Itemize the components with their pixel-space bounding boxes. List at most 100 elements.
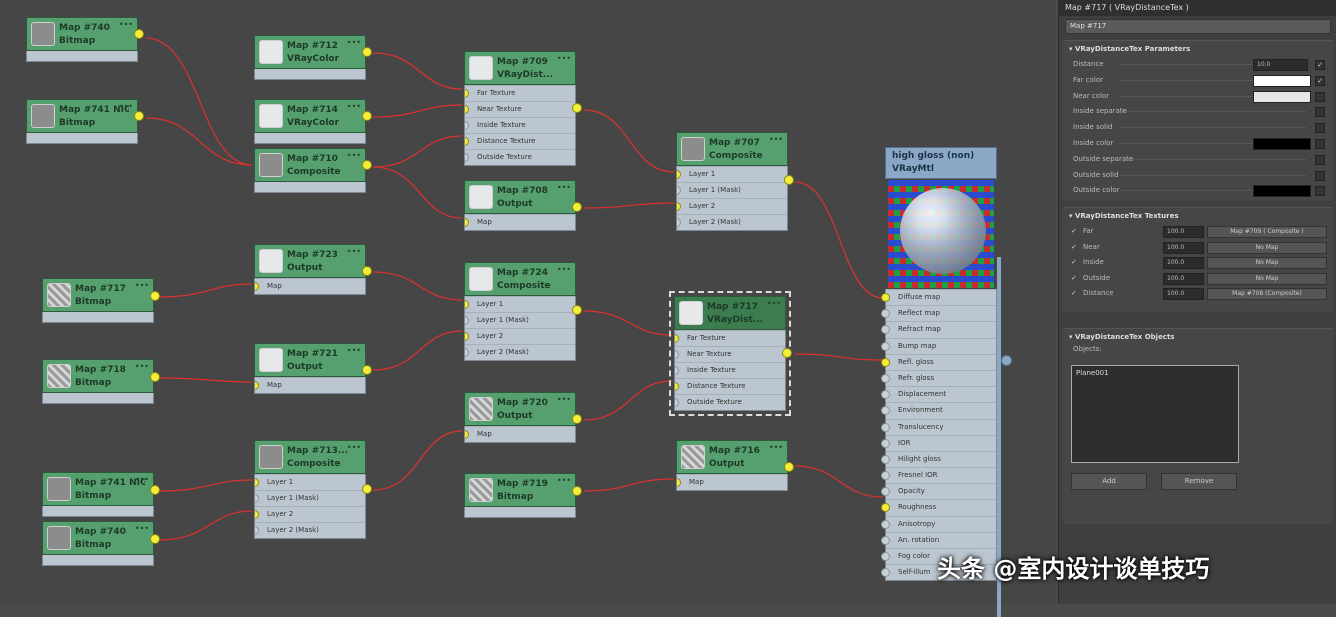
node-input-slot[interactable]: Near Texture [465, 101, 575, 117]
texture-checkbox[interactable]: ✓ [1071, 273, 1077, 282]
node-input-slot[interactable]: Layer 1 [255, 474, 365, 490]
input-pin[interactable] [677, 170, 681, 179]
node-menu-icon[interactable]: ••• [556, 395, 571, 404]
input-pin[interactable] [881, 568, 890, 578]
node-header[interactable]: Map #713...Composite••• [254, 440, 366, 474]
input-pin[interactable] [881, 373, 890, 383]
input-pin[interactable] [881, 552, 890, 561]
node-input-slot[interactable]: Layer 2 [255, 506, 365, 522]
node-menu-icon[interactable]: ••• [134, 475, 149, 484]
input-pin[interactable] [881, 325, 890, 335]
output-pin[interactable] [134, 29, 144, 39]
material-input-slot[interactable]: Roughness [881, 499, 996, 515]
node-menu-icon[interactable]: ••• [556, 265, 571, 274]
input-pin[interactable] [881, 471, 890, 481]
input-pin[interactable] [465, 430, 469, 439]
texture-amount-spinner[interactable]: 100.0 [1163, 226, 1204, 238]
texture-checkbox[interactable]: ✓ [1071, 227, 1077, 235]
node-menu-icon[interactable]: ••• [134, 362, 149, 371]
output-pin[interactable] [150, 485, 160, 495]
material-input-slot[interactable]: Reflect map [881, 305, 996, 321]
material-input-slot[interactable]: Anisotropy [881, 515, 996, 532]
texture-amount-spinner[interactable]: 100.0 [1163, 272, 1204, 285]
node-menu-icon[interactable]: ••• [346, 38, 361, 47]
node-input-slot[interactable]: Map [677, 474, 787, 490]
node-menu-icon[interactable]: ••• [768, 135, 783, 144]
output-pin[interactable] [572, 486, 582, 496]
input-pin[interactable] [881, 454, 890, 464]
color-swatch[interactable] [1253, 90, 1311, 103]
material-input-slot[interactable]: Opacity [881, 483, 996, 499]
input-pin[interactable] [465, 332, 469, 341]
output-pin[interactable] [362, 484, 372, 494]
node-input-slot[interactable]: Far Texture [675, 330, 785, 346]
input-pin[interactable] [465, 153, 469, 162]
material-input-slot[interactable]: Hilight gloss [881, 450, 996, 467]
input-pin[interactable] [677, 202, 681, 211]
output-pin[interactable] [572, 305, 582, 315]
node-menu-icon[interactable]: ••• [768, 443, 783, 452]
node-menu-icon[interactable]: ••• [346, 102, 361, 111]
input-pin[interactable] [255, 478, 259, 487]
material-input-slot[interactable]: Refr. gloss [881, 369, 996, 386]
input-pin[interactable] [675, 334, 679, 343]
node-menu-icon[interactable]: ••• [346, 247, 361, 256]
input-pin[interactable] [677, 186, 681, 195]
output-pin[interactable] [362, 365, 372, 375]
input-pin[interactable] [881, 309, 890, 319]
input-pin[interactable] [881, 406, 890, 416]
param-checkbox[interactable]: ✓ [1315, 60, 1325, 70]
node-input-slot[interactable]: Layer 2 (Mask) [255, 522, 365, 538]
node-input-slot[interactable]: Distance Texture [675, 378, 785, 394]
input-pin[interactable] [255, 526, 259, 535]
node-input-slot[interactable]: Near Texture [675, 346, 785, 362]
add-button[interactable]: Add [1071, 473, 1147, 490]
material-input-slot[interactable]: Diffuse map [881, 289, 996, 305]
material-input-slot[interactable]: Refl. gloss [881, 353, 996, 370]
input-pin[interactable] [881, 390, 890, 400]
output-pin[interactable] [362, 111, 372, 121]
input-pin[interactable] [675, 398, 679, 407]
input-pin[interactable] [677, 478, 681, 487]
node-menu-icon[interactable]: ••• [346, 346, 361, 355]
output-pin[interactable] [150, 534, 160, 544]
node-input-slot[interactable]: Distance Texture [465, 133, 575, 149]
input-pin[interactable] [881, 293, 890, 302]
node-input-slot[interactable]: Layer 1 [677, 166, 787, 182]
param-checkbox[interactable] [1315, 138, 1325, 149]
param-checkbox[interactable] [1315, 91, 1325, 102]
param-checkbox[interactable] [1315, 123, 1325, 134]
input-pin[interactable] [881, 535, 890, 545]
input-pin[interactable] [675, 382, 679, 391]
node-menu-icon[interactable]: ••• [134, 281, 149, 290]
input-pin[interactable] [881, 503, 890, 513]
node-bitmap[interactable]: Map #741 NIG2...Bitmap••• [26, 99, 144, 144]
input-pin[interactable] [465, 89, 469, 98]
output-pin[interactable] [572, 103, 582, 113]
texture-amount-spinner[interactable]: 100.0 [1163, 288, 1204, 301]
node-input-slot[interactable]: Outside Texture [675, 394, 785, 410]
param-checkbox[interactable] [1315, 170, 1325, 181]
input-pin[interactable] [465, 137, 469, 146]
node-header[interactable]: Map #741 NIG2...Bitmap••• [42, 472, 154, 506]
